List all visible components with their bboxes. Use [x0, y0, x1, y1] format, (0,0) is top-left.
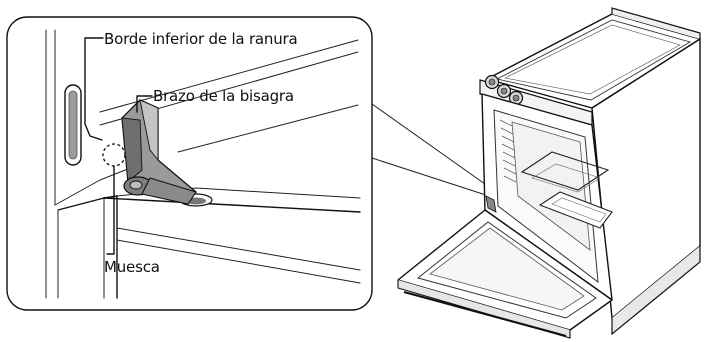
inset-door — [58, 188, 360, 298]
callout-notch: Muesca — [104, 258, 160, 276]
range-oven-illustration — [398, 8, 700, 338]
callout-slot-bottom-edge: Borde inferior de la ranura — [104, 30, 298, 48]
slot — [65, 85, 81, 165]
detail-inset-panel — [7, 17, 372, 310]
inset-oven-frame — [46, 30, 358, 298]
zoom-connector-lines — [372, 104, 492, 197]
hinge-arm — [122, 100, 196, 204]
callout-hinge-arm: Brazo de la bisagra — [153, 87, 294, 105]
notch-marker — [103, 144, 125, 166]
